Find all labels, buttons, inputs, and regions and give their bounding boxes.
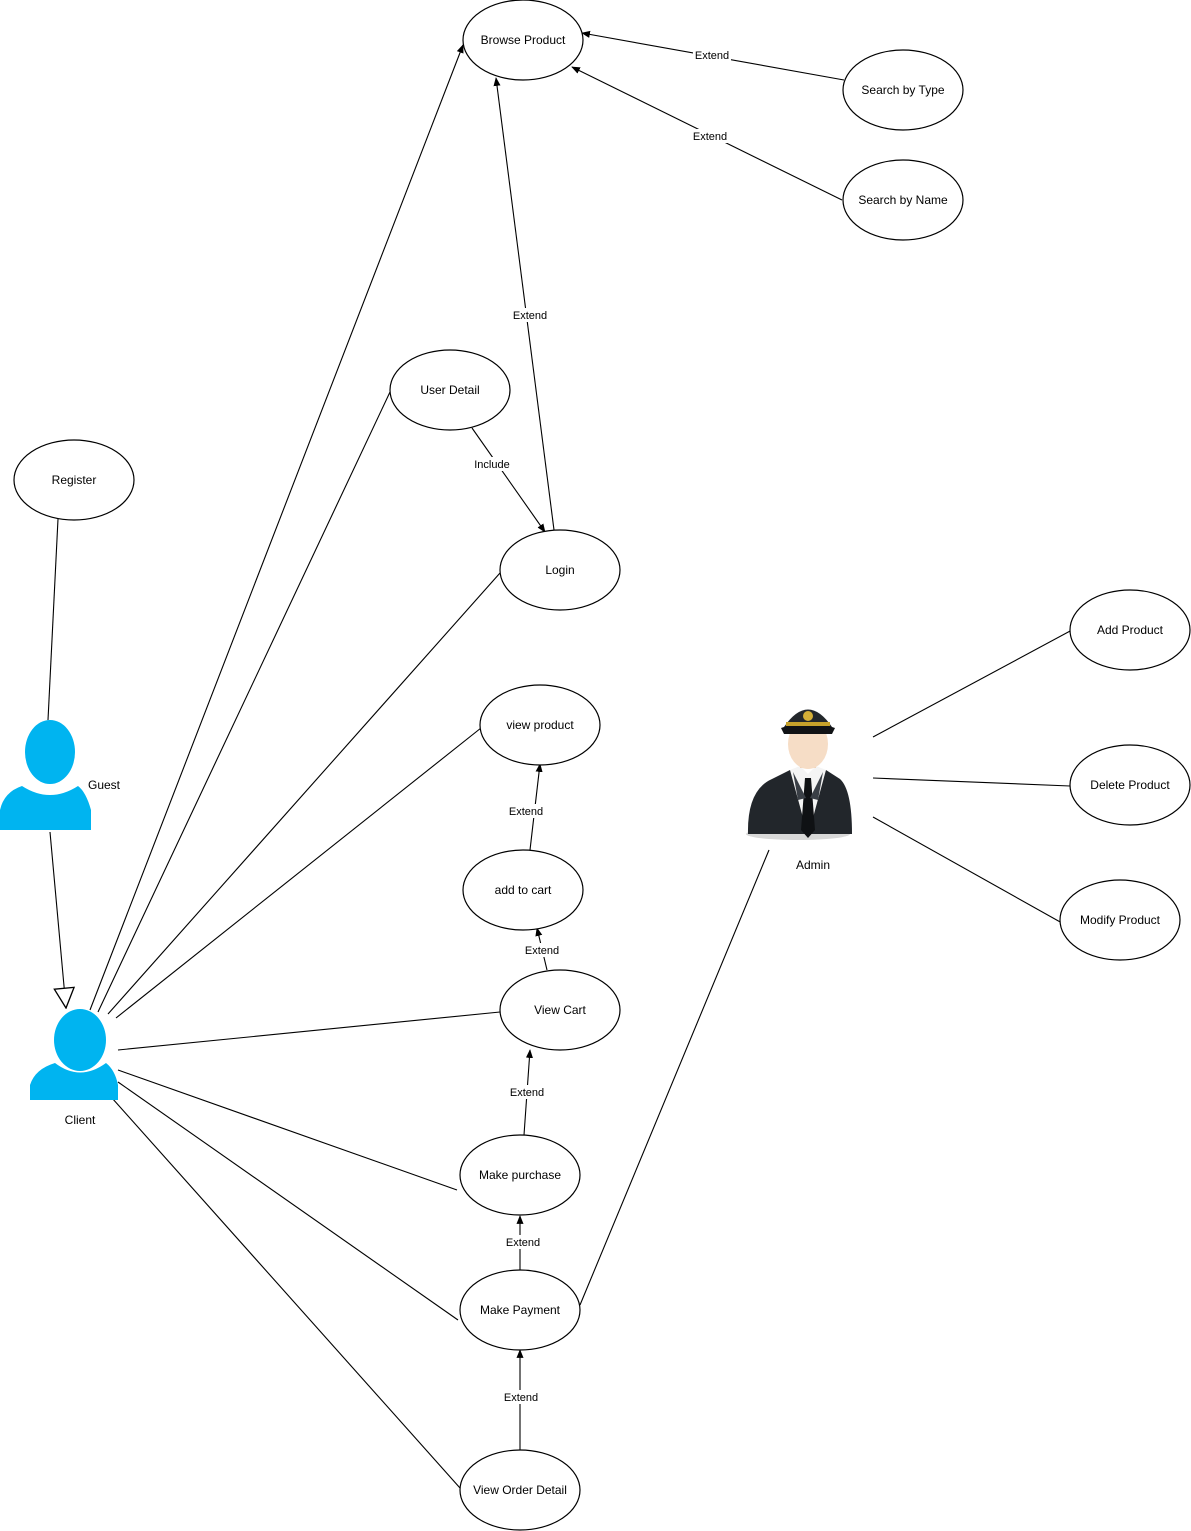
admin-delete-product-line: [872, 777, 1071, 787]
edge-label-extend: Extend: [523, 943, 561, 957]
actor-client[interactable]: Client: [30, 1009, 118, 1127]
edge-label-extend: Extend: [502, 1390, 540, 1404]
svg-text:Make purchase: Make purchase: [479, 1168, 561, 1182]
use-case-modify-product[interactable]: Modify Product: [1059, 879, 1181, 961]
use-case-register[interactable]: Register: [13, 439, 135, 521]
use-case-login[interactable]: Login: [499, 529, 621, 611]
user-detail-login-include-arrow: [471, 427, 546, 533]
use-case-search-by-name[interactable]: Search by Name: [842, 159, 964, 241]
svg-text:Extend: Extend: [693, 131, 727, 143]
svg-text:Make Payment: Make Payment: [480, 1303, 561, 1317]
svg-text:Register: Register: [52, 473, 97, 487]
svg-text:add to cart: add to cart: [495, 883, 552, 897]
edge-label-include: Include: [472, 457, 512, 471]
svg-text:Extend: Extend: [510, 1087, 544, 1099]
actor-label-guest: Guest: [88, 778, 121, 792]
admin-add-product-line: [872, 629, 1073, 738]
client-login-line: [107, 572, 501, 1015]
actor-guest[interactable]: Guest: [0, 720, 121, 830]
svg-text:Extend: Extend: [525, 945, 559, 957]
use-case-add-product[interactable]: Add Product: [1069, 589, 1191, 671]
svg-text:Search by Name: Search by Name: [858, 193, 948, 207]
client-make-purchase-line: [117, 1069, 458, 1191]
actor-label-client: Client: [65, 1113, 96, 1127]
use-case-view-product[interactable]: view product: [479, 684, 601, 766]
use-case-user-detail[interactable]: User Detail: [389, 349, 511, 431]
use-case-make-purchase[interactable]: Make purchase: [459, 1134, 581, 1216]
svg-text:Extend: Extend: [506, 1237, 540, 1249]
svg-text:Include: Include: [474, 459, 509, 471]
edge-label-extend: Extend: [508, 1085, 546, 1099]
svg-text:Extend: Extend: [695, 50, 729, 62]
svg-text:Search by Type: Search by Type: [861, 83, 944, 97]
user-silhouette-icon: [0, 720, 91, 830]
client-view-product-line: [115, 727, 482, 1019]
svg-text:Extend: Extend: [509, 806, 543, 818]
client-make-payment-line: [117, 1081, 459, 1321]
svg-text:Add Product: Add Product: [1097, 623, 1164, 637]
actor-label-admin: Admin: [796, 858, 830, 872]
edge-label-extend: Extend: [511, 308, 549, 322]
login-browse-extend-arrow: [493, 77, 555, 531]
svg-text:View Cart: View Cart: [534, 1003, 586, 1017]
svg-text:User Detail: User Detail: [420, 383, 479, 397]
svg-text:view product: view product: [506, 718, 574, 732]
use-case-delete-product[interactable]: Delete Product: [1069, 744, 1191, 826]
use-case-search-by-type[interactable]: Search by Type: [842, 49, 964, 131]
svg-text:Extend: Extend: [504, 1392, 538, 1404]
user-silhouette-icon: [30, 1009, 118, 1100]
edge-label-extend: Extend: [691, 129, 729, 143]
edge-label-extend: Extend: [504, 1235, 542, 1249]
use-case-make-payment[interactable]: Make Payment: [459, 1269, 581, 1351]
use-case-view-order-detail[interactable]: View Order Detail: [459, 1449, 581, 1531]
svg-text:View Order Detail: View Order Detail: [473, 1483, 567, 1497]
svg-text:Modify Product: Modify Product: [1080, 913, 1161, 927]
svg-text:Delete Product: Delete Product: [1090, 778, 1170, 792]
client-user-detail-line: [97, 391, 391, 1013]
edge-label-extend: Extend: [693, 48, 731, 62]
register-guest-line: [47, 518, 59, 721]
svg-text:Extend: Extend: [513, 310, 547, 322]
edge-label-extend: Extend: [507, 804, 545, 818]
admin-modify-product-line: [872, 816, 1063, 924]
svg-text:Login: Login: [545, 563, 574, 577]
actor-admin[interactable]: Admin: [746, 709, 852, 873]
use-case-browse-product[interactable]: Browse Product: [462, 0, 584, 81]
pilot-admin-avatar-icon: [746, 709, 852, 840]
client-view-order-detail-line: [111, 1097, 461, 1489]
admin-make-payment-line: [579, 849, 770, 1306]
guest-client-generalization-line: [49, 831, 66, 1008]
use-case-view-cart[interactable]: View Cart: [499, 969, 621, 1051]
client-view-cart-line: [117, 1011, 501, 1051]
client-browse-product-line: [89, 44, 464, 1011]
use-case-add-to-cart[interactable]: add to cart: [462, 849, 584, 931]
svg-text:Browse Product: Browse Product: [481, 33, 566, 47]
